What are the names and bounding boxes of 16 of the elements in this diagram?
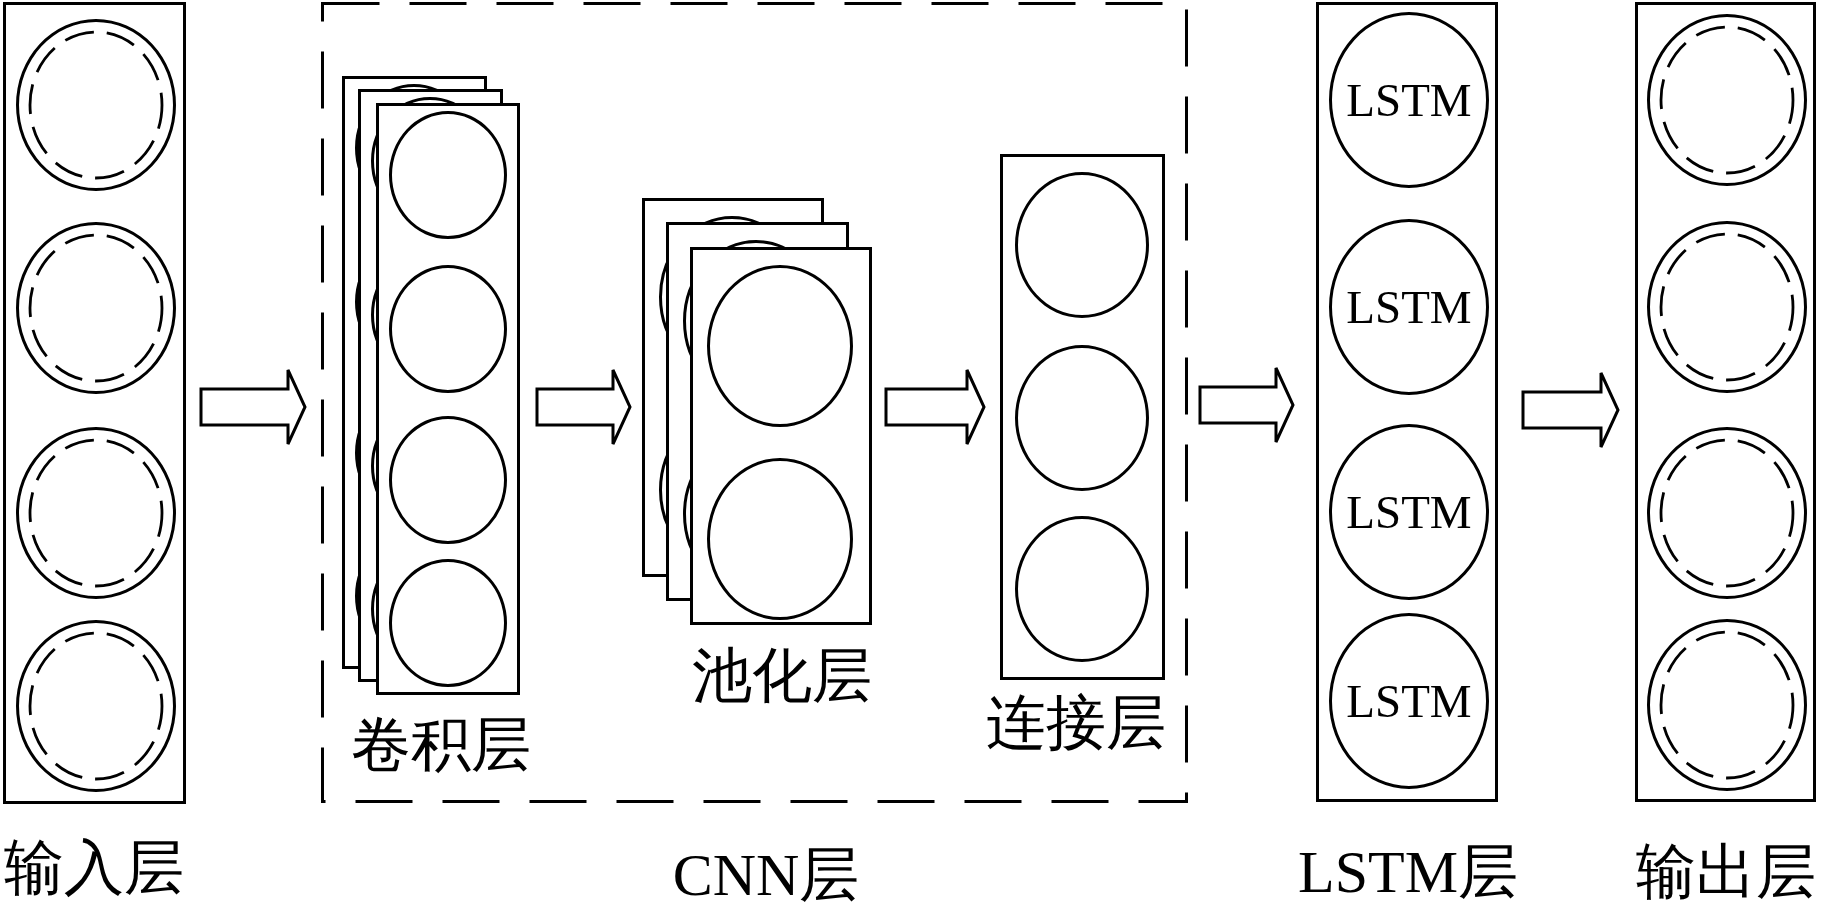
lstm-cell: LSTM [1329, 424, 1489, 600]
layer-label: 输入层 [4, 838, 184, 898]
layer-label: 卷积层 [351, 715, 531, 775]
layer-label: CNN层 [672, 845, 860, 905]
block-arrow [1198, 366, 1295, 444]
block-arrow [884, 368, 986, 446]
lstm-cell: LSTM [1329, 12, 1489, 188]
layer-label: 池化层 [692, 646, 872, 706]
block-arrow [1521, 371, 1620, 449]
block-arrow [535, 368, 632, 446]
lstm-cell: LSTM [1329, 219, 1489, 395]
block-arrow [199, 368, 307, 446]
layer-label: 连接层 [986, 693, 1166, 753]
layer-label: 输出层 [1636, 842, 1816, 902]
layer-label: LSTM层 [1298, 842, 1518, 902]
lstm-cell: LSTM [1329, 613, 1489, 789]
